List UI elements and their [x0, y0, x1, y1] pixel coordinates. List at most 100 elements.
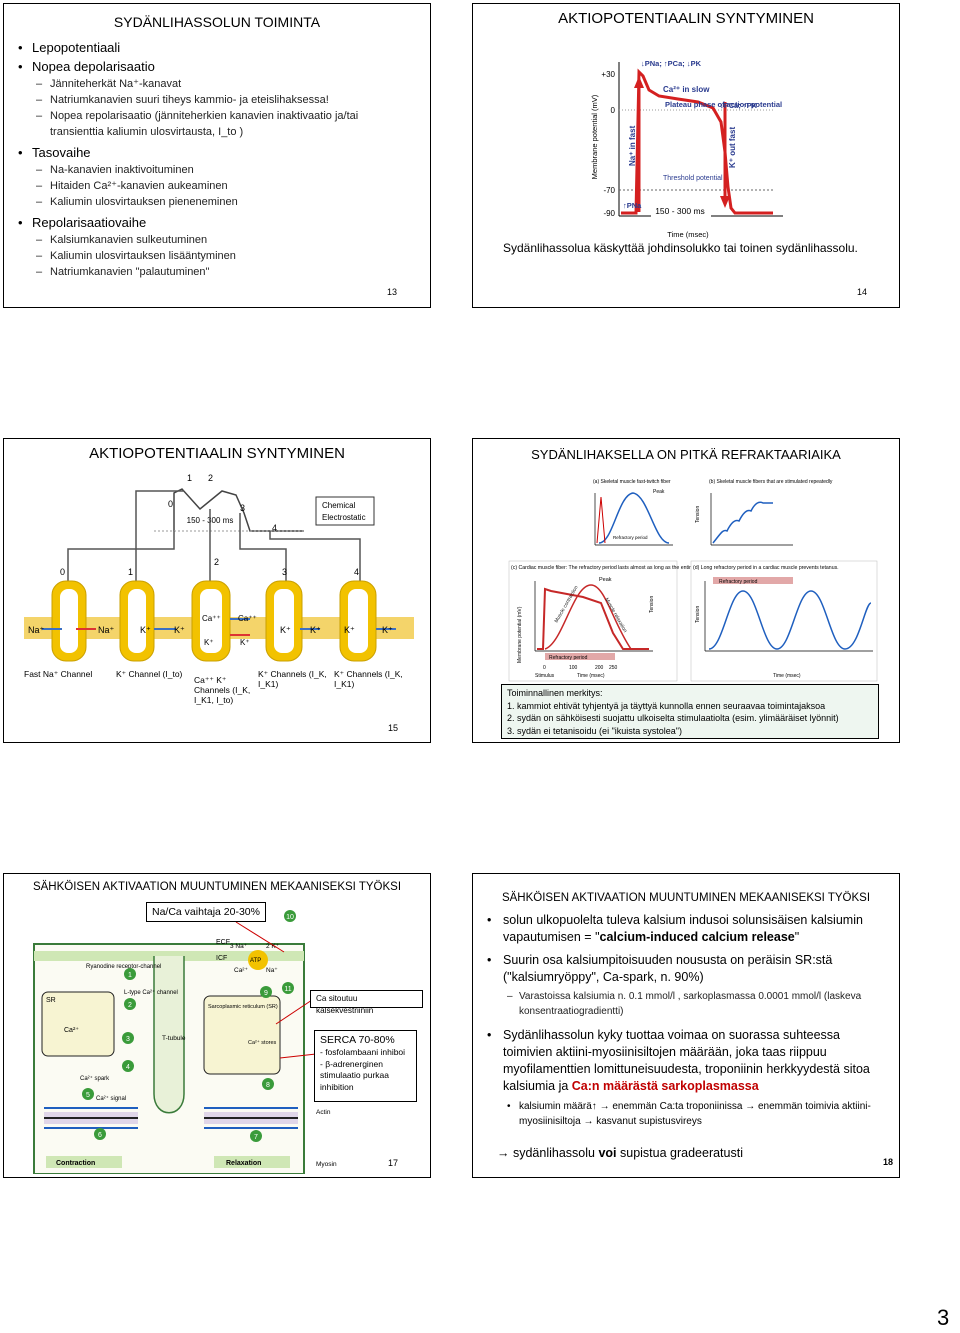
- icf-label: ICF: [216, 955, 227, 962]
- text: supistua gradeeratusti: [616, 1146, 743, 1160]
- slide-title: AKTIOPOTENTIAALIN SYNTYMINEN: [89, 445, 345, 462]
- label-top: ↓PNa; ↑PCa; ↓PK: [641, 59, 702, 68]
- myosin-label: Myosin: [316, 1161, 337, 1168]
- label-threshold: Threshold potential: [663, 175, 723, 182]
- tension-label: Tension: [649, 596, 655, 613]
- ion-label: Ca⁺⁺: [202, 614, 221, 623]
- sub-bullet: Jänniteherkät Na⁺-kanavat: [12, 76, 422, 92]
- step-8: 8: [266, 1082, 270, 1089]
- ca-label: Ca²⁺: [64, 1027, 79, 1034]
- y-axis-label: Membrane potential (mV): [590, 94, 599, 179]
- bullet-sr-source: Suurin osa kalsiumpitoisuuden noususta o…: [477, 952, 885, 986]
- action-potential-chart: Membrane potential (mV) +30 0 -70 -90 ↓P…: [590, 59, 783, 239]
- ion-label: K⁺: [382, 625, 393, 635]
- sub-bullet: Natriumkanavien suuri tiheys kammio- ja …: [12, 92, 422, 108]
- step-10: 10: [286, 914, 294, 921]
- serca-box: SERCA 70-80% - fosfolambaani inhiboi - β…: [314, 1030, 417, 1102]
- channel-name: Fast Na⁺ Channel: [24, 669, 93, 679]
- text: → sydänlihassolu: [497, 1146, 599, 1160]
- serca-line: - fosfolambaani inhiboi: [320, 1047, 406, 1057]
- step-7: 7: [254, 1134, 258, 1141]
- plateau-line: Plateau phase of action potential: [665, 100, 782, 109]
- sub-bullet: Kalsiumkanavien sulkeutuminen: [12, 232, 422, 248]
- bullet-depolarisaatio: Nopea depolarisaatio: [12, 57, 422, 76]
- conclusion: → sydänlihassolu voi supistua gradeeratu…: [497, 1146, 743, 1160]
- caption: Sydänlihassolua käskyttää johdinsolukko …: [503, 241, 858, 255]
- time-label: Time (msec): [577, 673, 605, 679]
- channel-name: K⁺ Channel (I_to): [116, 669, 183, 679]
- slide-number: 18: [883, 1157, 894, 1167]
- ion-label: Ca⁺⁺: [238, 614, 257, 623]
- k2-label: 2 K⁺: [266, 943, 280, 950]
- na-label: Na⁺: [266, 967, 278, 974]
- functional-significance-box: Toiminnallinen merkitys: 1. kammiot ehti…: [501, 684, 879, 739]
- peak-label: Peak: [653, 489, 665, 495]
- ion-label: K⁺: [310, 625, 321, 635]
- phase-2: 2: [214, 557, 219, 567]
- relaxation-label: Relaxation: [226, 1160, 261, 1167]
- channel-name: Ca⁺⁺ K⁺ Channels (I_K, I_K1, I_to): [194, 675, 251, 705]
- spark-label: Ca²⁺ spark: [80, 1075, 110, 1082]
- tension-label: Tension: [695, 606, 701, 623]
- step-11: 11: [284, 986, 291, 993]
- tension-label: Tension: [695, 506, 701, 523]
- excitation-contraction-diagram: ECF ICF T-tubule Ryanodine receptor-chan…: [33, 910, 337, 1174]
- slide-title: SYDÄNLIHAKSELLA ON PITKÄ REFRAKTAARIAIKA: [531, 447, 841, 462]
- bullet-cicr: solun ulkopuolelta tuleva kalsium induso…: [477, 912, 885, 946]
- atp-label: ATP: [250, 958, 261, 964]
- slide-title: SÄHKÖISEN AKTIVAATION MUUNTUMINEN MEKAAN…: [32, 881, 402, 893]
- step-5: 5: [86, 1092, 90, 1099]
- sub-bullet: Na-kanavien inaktivoituminen: [12, 162, 422, 178]
- ion-label: K⁺: [204, 638, 214, 647]
- slide-16: SYDÄNLIHAKSELLA ON PITKÄ REFRAKTAARIAIKA…: [472, 438, 900, 743]
- slide-17: SÄHKÖISEN AKTIVAATION MUUNTUMINEN MEKAAN…: [3, 873, 431, 1178]
- cicr-term: calcium-induced calcium release: [599, 930, 795, 944]
- label-pna: ↑PNa: [623, 201, 642, 210]
- refractory-figure: (a) Skeletal muscle fast-twitch fiber Pe…: [508, 479, 878, 682]
- channel-name: K⁺ Channels (I_K, I_K1): [258, 669, 327, 689]
- ttubule-label: T-tubule: [162, 1035, 186, 1042]
- step-9: 9: [264, 990, 268, 997]
- sub-bullet: Varastoissa kalsiumia n. 0.1 mmol/l , sa…: [477, 989, 885, 1019]
- legend-electrostatic: Electrostatic: [322, 513, 366, 522]
- naca-box: Na/Ca vaihtaja 20-30%: [146, 902, 266, 922]
- time-label: Time (msec): [773, 673, 801, 679]
- stimulus-label: Stimulus: [535, 673, 555, 679]
- y-tick: +30: [601, 70, 615, 79]
- note-item: 3. sydän ei tetanisoidu (ei "ikuista sys…: [507, 725, 682, 736]
- ion-label: Na⁺: [28, 625, 45, 635]
- channel-1: [119, 580, 176, 662]
- slide-title: SÄHKÖISEN AKTIVAATION MUUNTUMINEN MEKAAN…: [501, 892, 871, 904]
- phase-4: 4: [354, 567, 359, 577]
- step-1: 1: [128, 972, 132, 979]
- phase-0: 0: [168, 499, 173, 509]
- slide-title: SYDÄNLIHASSOLUN TOIMINTA: [113, 14, 321, 30]
- label-k-fast: K⁺ out fast: [728, 127, 737, 168]
- duration-label: 150 - 300 ms: [655, 206, 705, 216]
- na3-label: 3 Na⁺: [230, 943, 248, 950]
- refractory-label: Refractory period: [613, 535, 648, 540]
- panel-c-label: (c) Cardiac muscle fiber: The refractory…: [511, 565, 728, 571]
- channel-2: [191, 580, 250, 662]
- myofilament-left: [44, 1107, 138, 1129]
- ion-label: K⁺: [174, 625, 185, 635]
- sub-bullet: Kaliumin ulosvirtauksen pieneneminen: [12, 194, 422, 210]
- refractory-label: Refractory period: [549, 655, 588, 661]
- channel-0: [42, 580, 96, 662]
- ca-label: Ca²⁺: [234, 967, 248, 974]
- page-number: 3: [937, 1305, 950, 1330]
- ryanodine-label: Ryanodine receptor-channel: [86, 964, 161, 970]
- serca-title: SERCA 70-80%: [320, 1034, 395, 1046]
- ion-label: Na⁺: [98, 625, 115, 635]
- phase-4: 4: [272, 523, 277, 533]
- slide-number: 15: [388, 723, 399, 733]
- slide-18: SÄHKÖISEN AKTIVAATION MUUNTUMINEN MEKAAN…: [472, 873, 900, 1178]
- channel-name: K⁺ Channels (I_K, I_K1): [334, 669, 403, 689]
- slide-number: 13: [387, 287, 398, 297]
- y-tick: -70: [603, 186, 615, 195]
- y-tick: 0: [611, 106, 616, 115]
- x-axis-label: Time (msec): [667, 230, 709, 239]
- panel-a-label: (a) Skeletal muscle fast-twitch fiber: [593, 479, 671, 485]
- ion-label: K⁺: [344, 625, 355, 635]
- panel-b-label: (b) Skeletal muscle fibers that are stim…: [709, 479, 833, 485]
